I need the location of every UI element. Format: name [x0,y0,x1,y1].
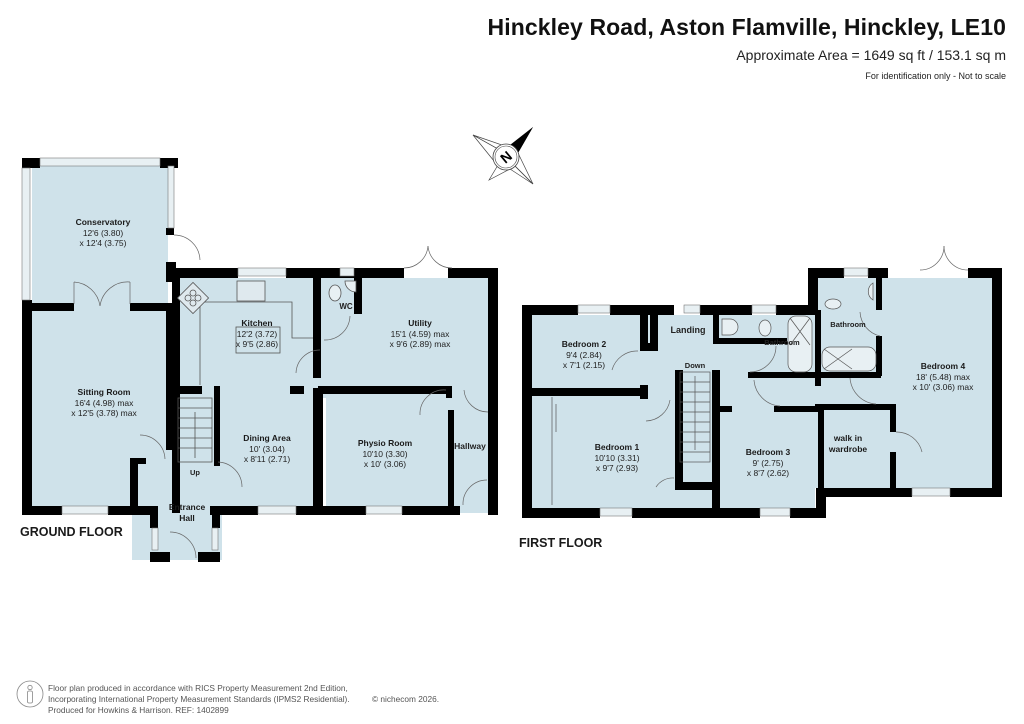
room-walk-in-wardrobe: walk in wardrobe [828,433,868,454]
footer-copyright: © nichecom 2026. [372,694,439,704]
room-hallway: Hallway [454,441,486,451]
scale-disclaimer: For identification only - Not to scale [865,71,1006,81]
first-floor-plan [522,245,1002,518]
ground-floor-label: GROUND FLOOR [20,525,123,539]
room-bedroom-1: Bedroom 1 10'10 (3.31) x 9'7 (2.93) [594,442,640,473]
stairs-up-label: Up [190,468,200,477]
room-utility: Utility 15'1 (4.59) max x 9'6 (2.89) max [389,318,451,349]
room-bedroom-2: Bedroom 2 9'4 (2.84) x 7'1 (2.15) [561,339,607,370]
approximate-area: Approximate Area = 1649 sq ft / 153.1 sq… [736,47,1006,63]
compass-north-icon: N [472,127,534,185]
person-measurement-icon [16,680,44,708]
footer-notes: Floor plan produced in accordance with R… [48,683,350,715]
room-landing: Landing [670,325,706,335]
room-dining-area: Dining Area 10' (3.04) x 8'11 (2.71) [243,433,291,464]
room-bedroom-3: Bedroom 3 9' (2.75) x 8'7 (2.62) [745,447,791,478]
room-wc: WC [339,302,353,311]
room-physio-room: Physio Room 10'10 (3.30) x 10' (3.06) [357,438,413,469]
stairs-down-label: Down [684,361,706,370]
room-kitchen: Kitchen 12'2 (3.72) x 9'5 (2.86) [235,318,279,349]
first-floor-label: FIRST FLOOR [519,536,603,550]
room-bedroom-4: Bedroom 4 18' (5.48) max x 10' (3.06) ma… [912,361,974,392]
room-entrance-hall: Entrance Hall [168,502,206,523]
page-title: Hinckley Road, Aston Flamville, Hinckley… [487,14,1006,40]
room-conservatory: Conservatory 12'6 (3.80) x 12'4 (3.75) [75,217,131,248]
room-bathroom-main: Bathroom [764,338,800,347]
room-sitting-room: Sitting Room 16'4 (4.98) max x 12'5 (3.7… [71,387,137,418]
ground-floor-plan [21,157,498,562]
room-bathroom-ensuite: Bathroom [830,320,866,329]
